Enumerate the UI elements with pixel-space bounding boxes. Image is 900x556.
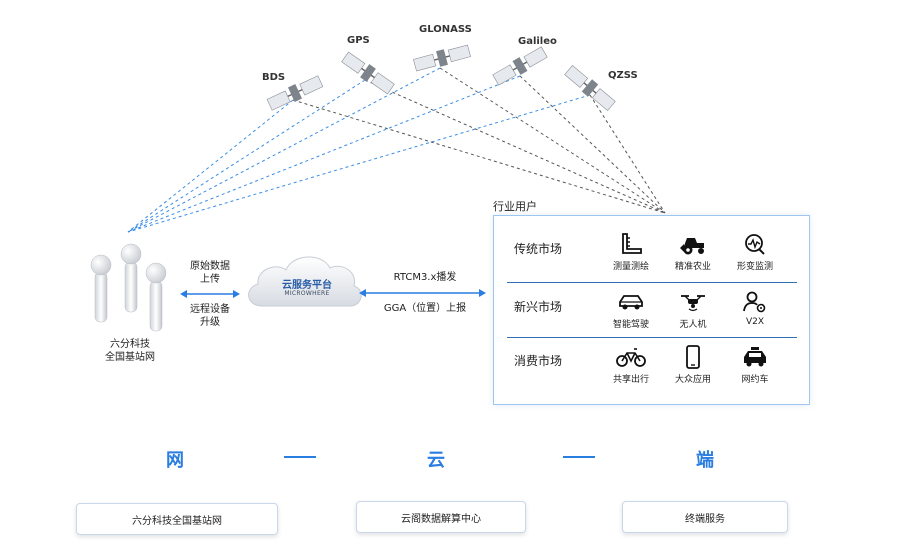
item-surveying: 测量测绘: [601, 232, 661, 272]
upgrade-label: 远程设备 升级: [182, 303, 238, 329]
row-divider: [507, 337, 797, 338]
item-deformation: 形变监测: [725, 232, 785, 272]
base-station-label-line1: 六分科技: [110, 339, 150, 350]
category-traditional: 传统市场: [514, 242, 563, 256]
signal-line: [589, 94, 666, 214]
upgrade-label-line1: 远程设备: [190, 304, 230, 315]
satellite-icon: [564, 64, 616, 112]
triad-dash: [563, 456, 595, 458]
base-station-label-line2: 全国基站网: [105, 352, 155, 363]
industry-panel: [493, 215, 810, 405]
item-label: 智能驾驶: [612, 320, 649, 330]
item-label: 大众应用: [674, 375, 711, 385]
item-label: 共享出行: [612, 375, 649, 385]
item-smart-driving: 智能驾驶: [601, 290, 661, 330]
satellite-icon: [266, 75, 324, 111]
upgrade-label-line2: 升级: [200, 317, 220, 328]
base-station-icon: [90, 243, 167, 332]
item-agriculture: 精准农业: [663, 232, 723, 272]
item-label: 网约车: [741, 375, 769, 385]
signal-line: [292, 99, 666, 214]
item-ride-hailing: 网约车: [725, 345, 785, 385]
left-double-arrow: [180, 290, 240, 298]
item-v2x: V2X: [725, 290, 785, 327]
item-shared-mobility: 共享出行: [601, 345, 661, 385]
upload-label: 原始数据 上传: [182, 260, 238, 286]
cloud-icon: [248, 256, 362, 307]
signal-line: [127, 79, 366, 233]
industry-title: 行业用户: [493, 200, 537, 213]
satellite-icon: [341, 51, 395, 95]
signal-lines: [127, 67, 666, 233]
satellite-icon: [492, 46, 548, 86]
v2x-icon: [743, 291, 766, 313]
tractor-icon: [680, 238, 704, 255]
signal-line: [127, 75, 521, 233]
drone-icon: [681, 295, 705, 312]
category-emerging: 新兴市场: [514, 300, 563, 314]
right-double-arrow: [359, 289, 486, 297]
signal-line: [364, 79, 666, 214]
signal-line: [519, 75, 666, 214]
bottom-box-network: 六分科技全国基站网: [76, 503, 278, 535]
category-consumer: 消费市场: [514, 354, 563, 368]
item-label: 测量测绘: [612, 262, 649, 272]
item-label: 形变监测: [736, 262, 773, 272]
triad-cloud: 云: [427, 450, 445, 471]
signal-line: [127, 94, 591, 233]
upload-label-line2: 上传: [200, 274, 220, 285]
bottom-box-cloud: 云阁数据解算中心: [356, 501, 526, 533]
satellite-label-gps: GPS: [347, 35, 370, 46]
rtcm-label: RTCM3.x播发: [393, 272, 457, 283]
signal-line: [439, 67, 666, 214]
signal-line: [127, 67, 441, 233]
item-drone: 无人机: [663, 290, 723, 330]
triad-end: 端: [696, 450, 714, 471]
item-label: V2X: [745, 317, 765, 327]
signal-line: [127, 99, 294, 233]
item-label: 无人机: [679, 320, 707, 330]
cloud-title: 云服务平台: [282, 280, 332, 291]
row-divider: [507, 282, 797, 283]
satellite-icon: [413, 44, 471, 72]
taxi-icon: [744, 347, 766, 367]
item-label: 精准农业: [674, 262, 711, 272]
triad-net: 网: [166, 450, 184, 471]
ruler-icon: [622, 233, 642, 254]
item-mass-application: 大众应用: [663, 345, 723, 385]
satellite-label-glonass: GLONASS: [419, 24, 472, 35]
satellite-label-qzss: QZSS: [608, 70, 638, 81]
cloud-subtitle: MICROWHERE: [284, 290, 330, 297]
satellite-label-galileo: Galileo: [518, 36, 557, 47]
phone-icon: [686, 345, 700, 369]
gga-label: GGA（位置）上报: [383, 303, 467, 314]
triad-dash: [284, 456, 316, 458]
bike-icon: [616, 348, 646, 367]
upload-label-line1: 原始数据: [190, 261, 230, 272]
satellite-label-bds: BDS: [262, 72, 286, 83]
car-icon: [619, 295, 643, 310]
monitor-icon: [745, 234, 765, 255]
base-station-label: 六分科技 全国基站网: [98, 338, 162, 364]
bottom-box-terminal: 终端服务: [622, 501, 788, 533]
